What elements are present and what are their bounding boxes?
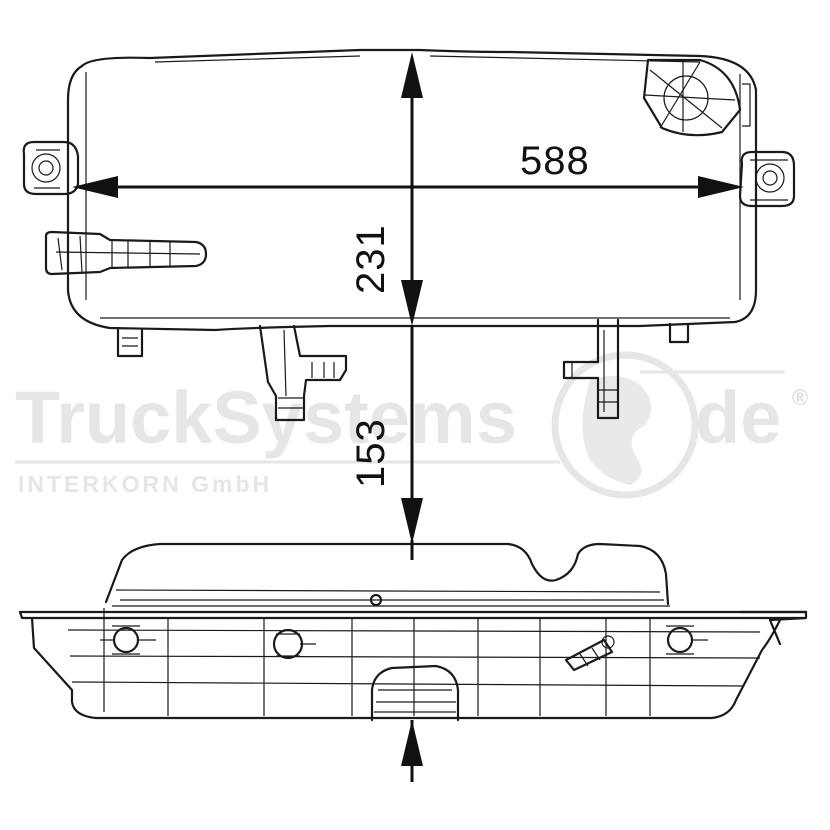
bottom-outlet-pipe — [258, 324, 348, 422]
side-view — [18, 542, 808, 722]
dimension-height-label: 231 — [349, 224, 393, 294]
filler-cap — [642, 58, 751, 137]
dimension-depth: 153 — [349, 326, 423, 782]
top-view — [22, 48, 796, 422]
side-vent-nipple — [369, 593, 383, 607]
side-mount-boss-left — [100, 625, 156, 655]
right-mount-bracket — [738, 150, 796, 208]
watermark-brand: TruckSystems — [15, 376, 517, 459]
side-angled-fitting — [564, 635, 615, 672]
left-mount-bracket — [22, 140, 80, 196]
dimension-length-label: 588 — [520, 139, 590, 183]
bottom-fitting-left — [116, 328, 144, 358]
dimension-depth-label: 153 — [349, 418, 393, 488]
side-cap-outline — [104, 542, 670, 606]
tank-body-outline — [66, 48, 758, 332]
tank-top-edge — [154, 55, 701, 63]
dimension-length: 588 — [72, 139, 744, 198]
watermark-globe-icon — [551, 351, 699, 499]
watermark-tld: de — [695, 376, 781, 459]
watermark-registered-mark: ® — [792, 385, 808, 410]
watermark-company: INTERKORN GmbH — [18, 471, 272, 497]
side-mount-boss-right — [666, 625, 708, 655]
side-cap-inner — [115, 589, 664, 601]
dimension-height: 231 — [349, 52, 423, 326]
bottom-outlet-right — [562, 318, 620, 420]
side-flange — [18, 610, 808, 720]
bottom-fitting-right — [668, 322, 690, 344]
left-pipe-outlet — [44, 230, 208, 276]
watermark: TruckSystems de ® INTERKORN GmbH — [15, 351, 808, 499]
side-flange-right-tab — [738, 610, 808, 646]
side-bottom-outlet — [370, 664, 460, 722]
side-body-lines — [67, 608, 761, 716]
side-pipe-stub — [272, 628, 316, 660]
